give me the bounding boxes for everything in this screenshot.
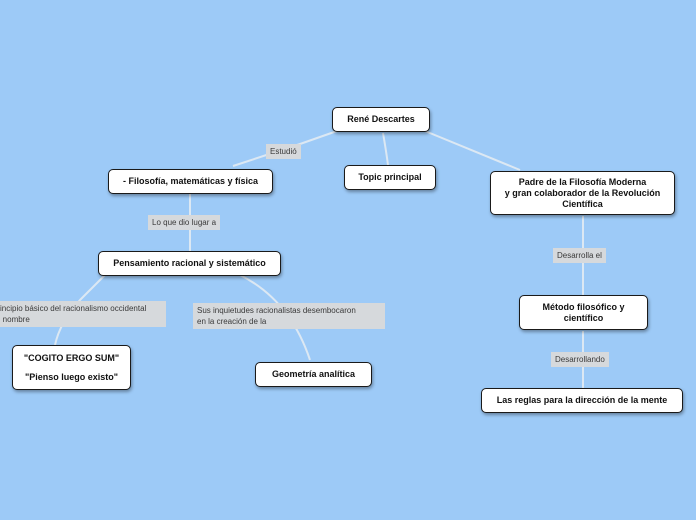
cogito-line-1: "COGITO ERGO SUM" (23, 352, 120, 363)
node-label: Topic principal (358, 172, 422, 182)
node-padre-filosofia-moderna[interactable]: Padre de la Filosofía Moderna y gran col… (490, 171, 675, 215)
node-label: René Descartes (347, 114, 415, 124)
node-label: Las reglas para la dirección de la mente (496, 395, 668, 405)
link-root-to-topic (382, 132, 389, 166)
connector-label-estudio: Estudió (266, 144, 301, 159)
node-rene-descartes[interactable]: René Descartes (332, 107, 430, 132)
node-filosofia-matematicas-fisica[interactable]: - Filosofía, matemáticas y física (108, 169, 273, 194)
connector-label-sus-inquietudes: Sus inquietudes racionalistas desembocar… (193, 303, 385, 329)
node-reglas-direccion-mente[interactable]: Las reglas para la dirección de la mente (481, 388, 683, 413)
node-label: Geometría analítica (271, 369, 356, 379)
node-pensamiento-racional[interactable]: Pensamiento racional y sistemático (98, 251, 281, 276)
node-cogito-ergo-sum[interactable]: "COGITO ERGO SUM" "Pienso luego existo" (12, 345, 131, 390)
cogito-line-2: "Pienso luego existo" (24, 371, 119, 382)
node-geometria-analitica[interactable]: Geometría analítica (255, 362, 372, 387)
node-topic-principal[interactable]: Topic principal (344, 165, 436, 190)
connector-label-desarrolla-el: Desarrolla el (553, 248, 606, 263)
connector-label-lo-que-dio-lugar: Lo que dio lugar a (148, 215, 221, 230)
link-root-to-padre (424, 130, 521, 171)
node-label: Padre de la Filosofía Moderna y gran col… (504, 176, 661, 209)
node-metodo-filosofico[interactable]: Método filosófico y científico (519, 295, 648, 330)
node-label: - Filosofía, matemáticas y física (122, 176, 259, 186)
node-label: Método filosófico y científico (542, 301, 625, 323)
node-label: Pensamiento racional y sistemático (113, 258, 266, 268)
connector-label-desarrollando: Desarrollando (551, 352, 609, 367)
connector-label-principio-basico: Principio básico del racionalismo occide… (0, 301, 166, 327)
